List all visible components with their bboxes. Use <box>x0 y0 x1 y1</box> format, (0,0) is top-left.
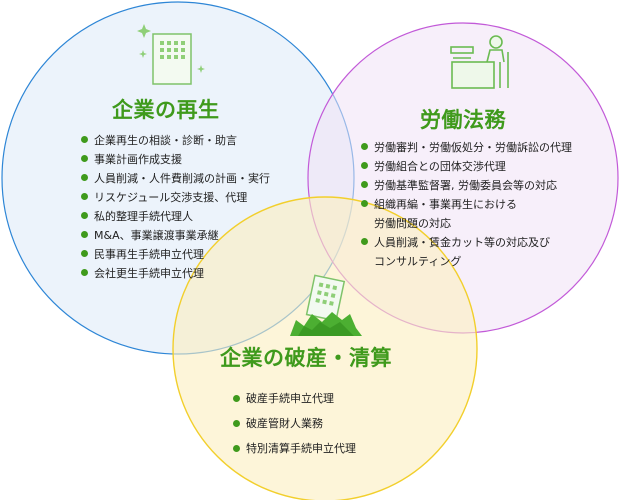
list-item: M&A、事業譲渡事業承継 <box>80 226 270 245</box>
bullet-dot <box>361 181 368 188</box>
list-item: 特別清算手続申立代理 <box>232 436 356 461</box>
title-bankruptcy-liquidation: 企業の破産・清算 <box>220 346 392 370</box>
list-item: 組織再編・事業再生における労働問題の対応 <box>360 195 572 233</box>
bullet-dot <box>361 238 368 245</box>
list-corporate-revival: 企業再生の相談・診断・助言 事業計画作成支援 人員削減・人件費削減の計画・実行 … <box>80 131 270 283</box>
bullet-dot <box>81 174 88 181</box>
list-item: リスケジュール交渉支援、代理 <box>80 188 270 207</box>
bullet-dot <box>81 155 88 162</box>
list-item: 会社更生手続申立代理 <box>80 264 270 283</box>
list-item: 労働基準監督署, 労働委員会等の対応 <box>360 176 572 195</box>
list-item: 私的整理手続代理人 <box>80 207 270 226</box>
list-item: 民事再生手続申立代理 <box>80 245 270 264</box>
list-bankruptcy-liquidation: 破産手続申立代理 破産管財人業務 特別清算手続申立代理 <box>232 386 356 461</box>
bullet-dot <box>233 395 240 402</box>
list-item: 人員削減・賃金カット等の対応及びコンサルティング <box>360 233 572 271</box>
person-at-desk-icon <box>450 35 509 89</box>
office-building-icon <box>137 24 205 85</box>
list-item: 企業再生の相談・診断・助言 <box>80 131 270 150</box>
title-corporate-revival: 企業の再生 <box>112 98 220 122</box>
bullet-dot <box>81 231 88 238</box>
bullet-dot <box>81 136 88 143</box>
list-item: 労働組合との団体交渉代理 <box>360 157 572 176</box>
list-item: 破産管財人業務 <box>232 411 356 436</box>
bullet-dot <box>361 143 368 150</box>
list-item: 破産手続申立代理 <box>232 386 356 411</box>
list-item: 事業計画作成支援 <box>80 150 270 169</box>
bullet-dot <box>233 420 240 427</box>
bullet-dot <box>361 162 368 169</box>
bullet-dot <box>81 250 88 257</box>
title-labor-affairs: 労働法務 <box>420 108 506 132</box>
circle-bankruptcy <box>172 196 478 500</box>
list-item: 人員削減・人件費削減の計画・実行 <box>80 169 270 188</box>
collapsed-building-icon <box>290 274 362 336</box>
bullet-dot <box>81 212 88 219</box>
bullet-dot <box>233 445 240 452</box>
list-labor-affairs: 労働審判・労働仮処分・労働訴訟の代理 労働組合との団体交渉代理 労働基準監督署,… <box>360 138 572 271</box>
bullet-dot <box>81 269 88 276</box>
bullet-dot <box>361 200 368 207</box>
bullet-dot <box>81 193 88 200</box>
list-item: 労働審判・労働仮処分・労働訴訟の代理 <box>360 138 572 157</box>
